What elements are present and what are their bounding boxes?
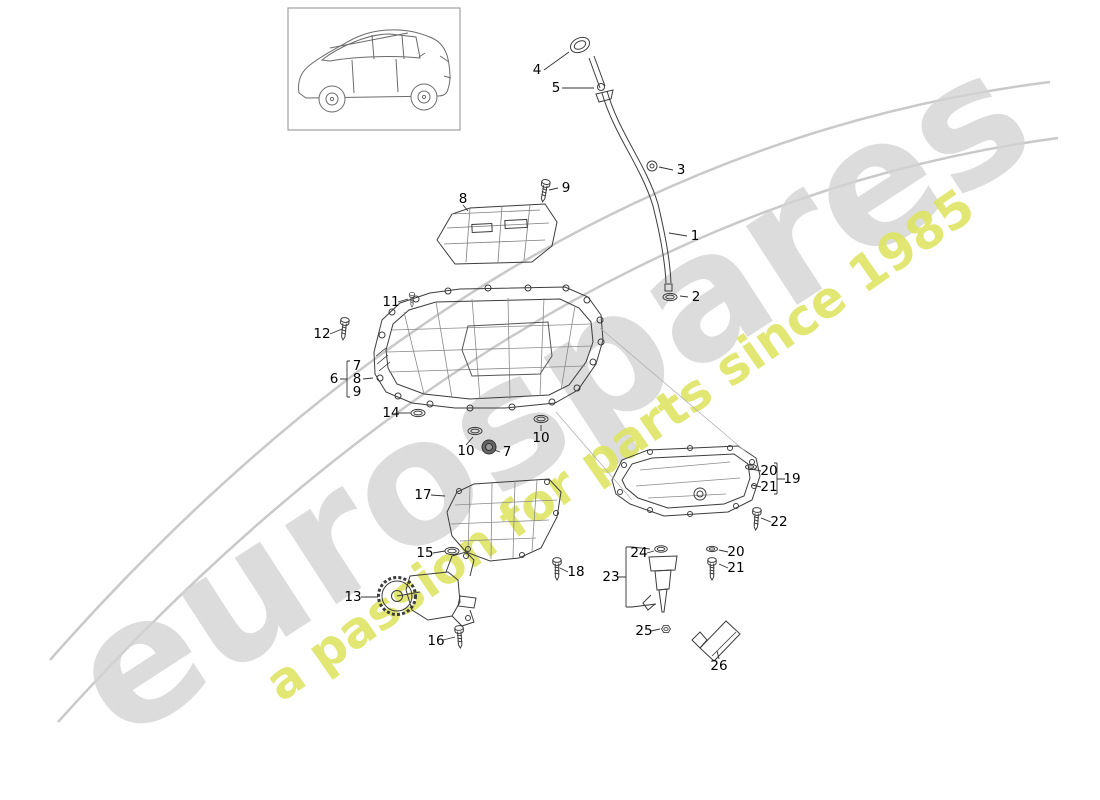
part-label-12: 12: [313, 326, 331, 342]
car-rear-wheel: [318, 85, 346, 113]
part-label-8-top: 8: [458, 191, 468, 207]
fasteners: [338, 178, 762, 649]
o-ring-15: [444, 546, 460, 556]
part-label-9-stack: 9: [352, 384, 362, 400]
part-label-19: 19: [783, 471, 801, 487]
part-label-18: 18: [567, 564, 585, 580]
sealant-tube: [691, 620, 741, 662]
upper-oil-pan: [373, 284, 605, 412]
tube-clip: [646, 160, 658, 172]
sensor-nut: [661, 624, 671, 634]
swoosh-bottom: [57, 136, 1059, 723]
oil-pump: [377, 551, 477, 627]
part-label-2: 2: [691, 289, 701, 305]
screw-9: [537, 178, 552, 203]
guide-tube: [601, 92, 667, 284]
part-label-7-plug: 7: [502, 444, 512, 460]
sensor-flange: [648, 555, 678, 572]
washer-20-corner: [745, 463, 757, 471]
part-label-22: 22: [770, 514, 788, 530]
part-label-15: 15: [416, 545, 434, 561]
part-label-1: 1: [690, 228, 700, 244]
part-label-20-bracket: 20: [760, 463, 778, 479]
part-label-14: 14: [382, 405, 400, 421]
part-label-21-bracket: 21: [760, 479, 778, 495]
leader-lines: [329, 51, 785, 660]
pump-sprocket-teeth: [377, 576, 417, 616]
part-label-25: 25: [635, 623, 653, 639]
lower-oil-pan: [611, 445, 761, 517]
part-label-26: 26: [710, 658, 728, 674]
dipstick-collar: [597, 83, 605, 91]
o-ring-10b: [533, 414, 549, 424]
part-label-23: 23: [602, 569, 620, 585]
part-label-3: 3: [676, 162, 686, 178]
dipstick-handle: [569, 36, 591, 54]
car-glasshouse: [320, 33, 421, 62]
part-label-9-top: 9: [561, 180, 571, 196]
projection-lines: [555, 327, 747, 501]
part-label-11: 11: [382, 294, 400, 310]
part-label-17: 17: [414, 487, 432, 503]
vehicle-thumbnail: [287, 7, 461, 131]
drain-plug-boss: [693, 487, 707, 501]
part-label-10-left: 10: [457, 443, 475, 459]
part-label-13: 13: [344, 589, 362, 605]
part-label-16: 16: [427, 633, 445, 649]
part-label-24: 24: [630, 545, 648, 561]
vehicle-box: [287, 7, 461, 131]
part-label-7-stack: 7: [352, 358, 362, 374]
tube-o-ring: [662, 292, 678, 302]
dipstick-assembly: [569, 36, 678, 302]
screw-16: [454, 624, 466, 649]
lower-baffle-tray: [446, 478, 562, 562]
part-label-4: 4: [532, 62, 542, 78]
part-label-20-lower: 20: [727, 544, 745, 560]
screw-18: [552, 557, 562, 581]
part-label-8-stack: 8: [352, 371, 362, 387]
oil-level-sensor: [642, 545, 678, 634]
part-label-10-right: 10: [532, 430, 550, 446]
screw-21: [707, 557, 717, 581]
washer-20: [706, 545, 718, 553]
o-ring-10a: [467, 426, 483, 436]
screw-12: [338, 316, 350, 341]
sensor-o-ring: [654, 545, 668, 553]
part-label-6: 6: [329, 371, 339, 387]
part-label-21-lower: 21: [727, 560, 745, 576]
swoosh-top: [49, 80, 1051, 661]
car-body: [298, 29, 451, 99]
o-ring-14: [410, 408, 426, 418]
part-label-5: 5: [551, 80, 561, 96]
upper-baffle-plate: [436, 203, 558, 265]
screw-22: [750, 506, 762, 531]
car-front-wheel: [410, 83, 438, 111]
pan-bolt-bosses: [376, 284, 605, 412]
